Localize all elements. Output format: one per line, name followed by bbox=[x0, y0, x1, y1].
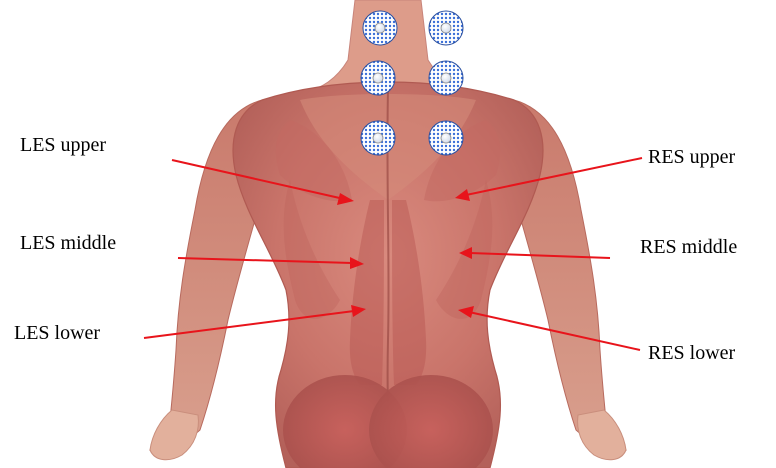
electrode bbox=[361, 61, 395, 95]
electrode bbox=[429, 11, 463, 45]
label-les-middle: LES middle bbox=[20, 233, 116, 253]
label-res-middle: RES middle bbox=[640, 237, 737, 257]
label-les-lower: LES lower bbox=[14, 323, 100, 343]
electrode bbox=[429, 61, 463, 95]
label-les-upper: LES upper bbox=[20, 135, 106, 155]
electrode bbox=[429, 121, 463, 155]
left-hand bbox=[150, 410, 198, 460]
right-hand bbox=[578, 410, 626, 460]
label-res-upper: RES upper bbox=[648, 147, 735, 167]
electrode bbox=[361, 121, 395, 155]
label-res-lower: RES lower bbox=[648, 343, 735, 363]
electrode bbox=[363, 11, 397, 45]
